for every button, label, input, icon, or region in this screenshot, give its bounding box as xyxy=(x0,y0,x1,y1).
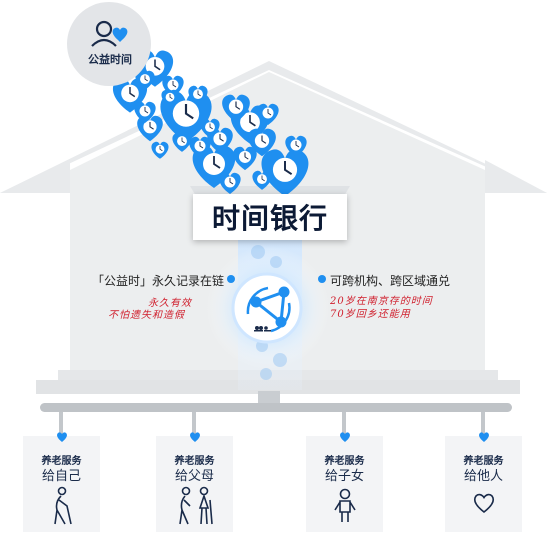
left-handwritten-line-2: 不怕遗失和造假 xyxy=(108,310,185,321)
heart-clock-icon xyxy=(261,149,309,197)
heart-clock-icon xyxy=(134,101,156,123)
heart-clock-icon xyxy=(233,146,257,171)
heart-icon xyxy=(340,432,350,442)
elderly-walking-icon xyxy=(54,486,72,525)
card-category: 养老服务 xyxy=(41,456,82,467)
elderly-couple-icon xyxy=(179,486,213,525)
heart-clock-icon xyxy=(192,145,236,188)
pipe xyxy=(40,403,512,412)
card-label: 给自己 xyxy=(41,469,81,484)
heart-icon xyxy=(479,432,489,442)
right-handwritten-line-2: 70岁回乡还能用 xyxy=(330,309,411,320)
faded-clock-icon xyxy=(270,256,282,268)
heart-clock-icon xyxy=(219,172,241,194)
heart-outline-icon xyxy=(473,493,495,514)
card-label: 给子女 xyxy=(324,469,364,484)
pipe-drop xyxy=(59,412,63,436)
card-category: 养老服务 xyxy=(174,456,215,467)
left-handwritten-line-1: 永久有效 xyxy=(148,298,192,309)
heart-clock-icon xyxy=(222,94,250,123)
badge-label: 公益时间 xyxy=(88,52,132,66)
card-category: 养老服务 xyxy=(324,456,365,467)
badge-heart-icon xyxy=(112,27,128,42)
card-label: 给他人 xyxy=(463,469,503,484)
right-handwritten-line-1: 20岁在南京存的时间 xyxy=(330,296,433,307)
card-label: 给父母 xyxy=(174,469,214,484)
heart-icon xyxy=(190,432,200,442)
card-category: 养老服务 xyxy=(463,456,504,467)
heart-clock-icon xyxy=(172,132,192,152)
heart-icon xyxy=(57,432,67,442)
child-icon xyxy=(334,488,356,522)
card-self: 养老服务 给自己 xyxy=(23,432,100,532)
heart-clock-icon xyxy=(200,118,220,138)
heart-clock-icon xyxy=(285,135,307,157)
card-children: 养老服务 给子女 xyxy=(306,432,383,532)
heart-clock-icon xyxy=(252,170,272,190)
badge-circle xyxy=(67,2,151,86)
heart-clock-icon xyxy=(257,103,279,125)
right-caption: 可跨机构、跨区域通兑 xyxy=(330,274,451,288)
faded-clock-icon xyxy=(260,368,272,380)
heart-clock-icon xyxy=(161,89,179,107)
faded-clock-icon xyxy=(251,245,265,259)
card-others: 养老服务 给他人 xyxy=(445,432,522,532)
pipe-drop xyxy=(342,412,346,436)
pipe-drop xyxy=(481,412,485,436)
blockchain-icon xyxy=(246,286,291,333)
chain-circle xyxy=(231,272,303,344)
title-box: 时间银行 xyxy=(193,194,347,240)
heart-clock-icon xyxy=(135,70,155,90)
heart-clock-icon xyxy=(189,136,211,158)
left-caption: 「公益时」永久记录在链 xyxy=(92,274,225,288)
page-title: 时间银行 xyxy=(211,202,328,235)
card-parents: 养老服务 给父母 xyxy=(156,432,233,532)
faded-clock-icon xyxy=(273,353,287,367)
heart-clock-icon xyxy=(188,85,208,105)
pipe-drop xyxy=(192,412,196,436)
ant-figures xyxy=(254,326,271,332)
heart-clock-icon xyxy=(151,141,169,159)
left-connector-icon xyxy=(227,275,235,283)
heart-clock-icon xyxy=(137,115,163,142)
right-connector-icon xyxy=(318,275,326,283)
